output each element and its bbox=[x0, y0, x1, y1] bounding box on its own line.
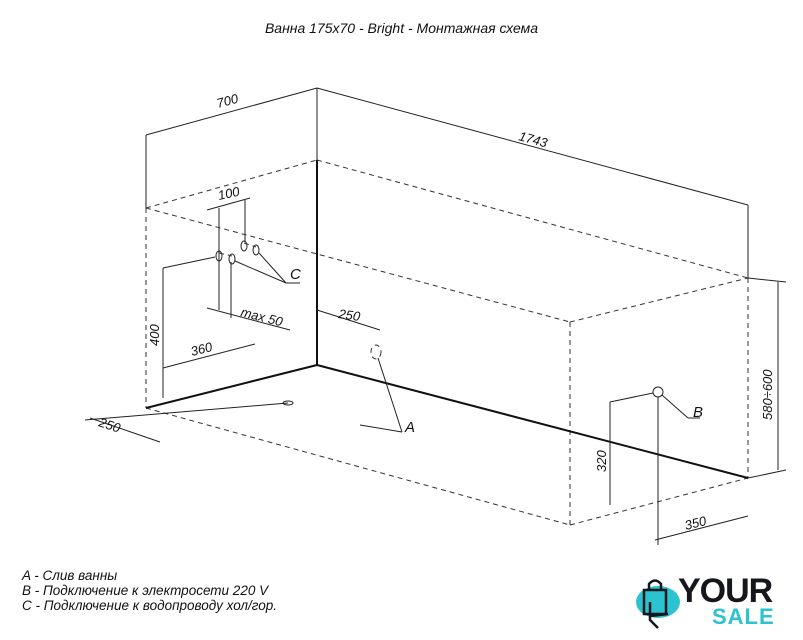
drain: 250 A bbox=[282, 306, 415, 436]
bathtub-outline bbox=[145, 159, 749, 526]
dim-350: 350 bbox=[683, 513, 708, 533]
dim-max-50: max 50 bbox=[239, 304, 285, 329]
dim-250-drain: 250 bbox=[337, 306, 362, 324]
dim-360: 360 bbox=[189, 339, 214, 359]
diagram-title: Ванна 175х70 - Bright - Монтажная схема bbox=[264, 20, 539, 36]
dim-100: 100 bbox=[217, 184, 242, 203]
legend-item-c: C - Подключение к водопроводу хол/гор. bbox=[22, 598, 278, 613]
logo-sale: SALE bbox=[712, 604, 775, 629]
left-dimensions: 250 360 400 bbox=[84, 256, 289, 443]
dim-1743: 1743 bbox=[517, 128, 550, 150]
legend: A - Слив ванны B - Подключение к электро… bbox=[22, 568, 277, 613]
electric-connection: 320 350 B bbox=[594, 386, 749, 545]
dim-height-range: 580÷600 bbox=[760, 369, 775, 420]
legend-item-a: A - Слив ванны bbox=[22, 568, 118, 583]
marker-c: C bbox=[290, 266, 301, 283]
water-connection: 100 max 50 C bbox=[206, 184, 301, 331]
dim-700: 700 bbox=[215, 91, 241, 111]
marker-a: A bbox=[404, 419, 415, 436]
shopping-bag-hand-icon bbox=[636, 579, 680, 629]
dim-250-left: 250 bbox=[96, 414, 123, 436]
dim-320: 320 bbox=[594, 450, 609, 472]
height-dimension: 580÷600 bbox=[747, 277, 787, 479]
marker-b: B bbox=[693, 404, 703, 421]
legend-item-b: B - Подключение к электросети 220 V bbox=[22, 583, 269, 598]
dimension-lines bbox=[145, 87, 749, 278]
logo-your: YOUR bbox=[678, 572, 773, 610]
yoursale-logo: YOUR SALE bbox=[634, 572, 794, 632]
dim-400: 400 bbox=[147, 324, 162, 346]
